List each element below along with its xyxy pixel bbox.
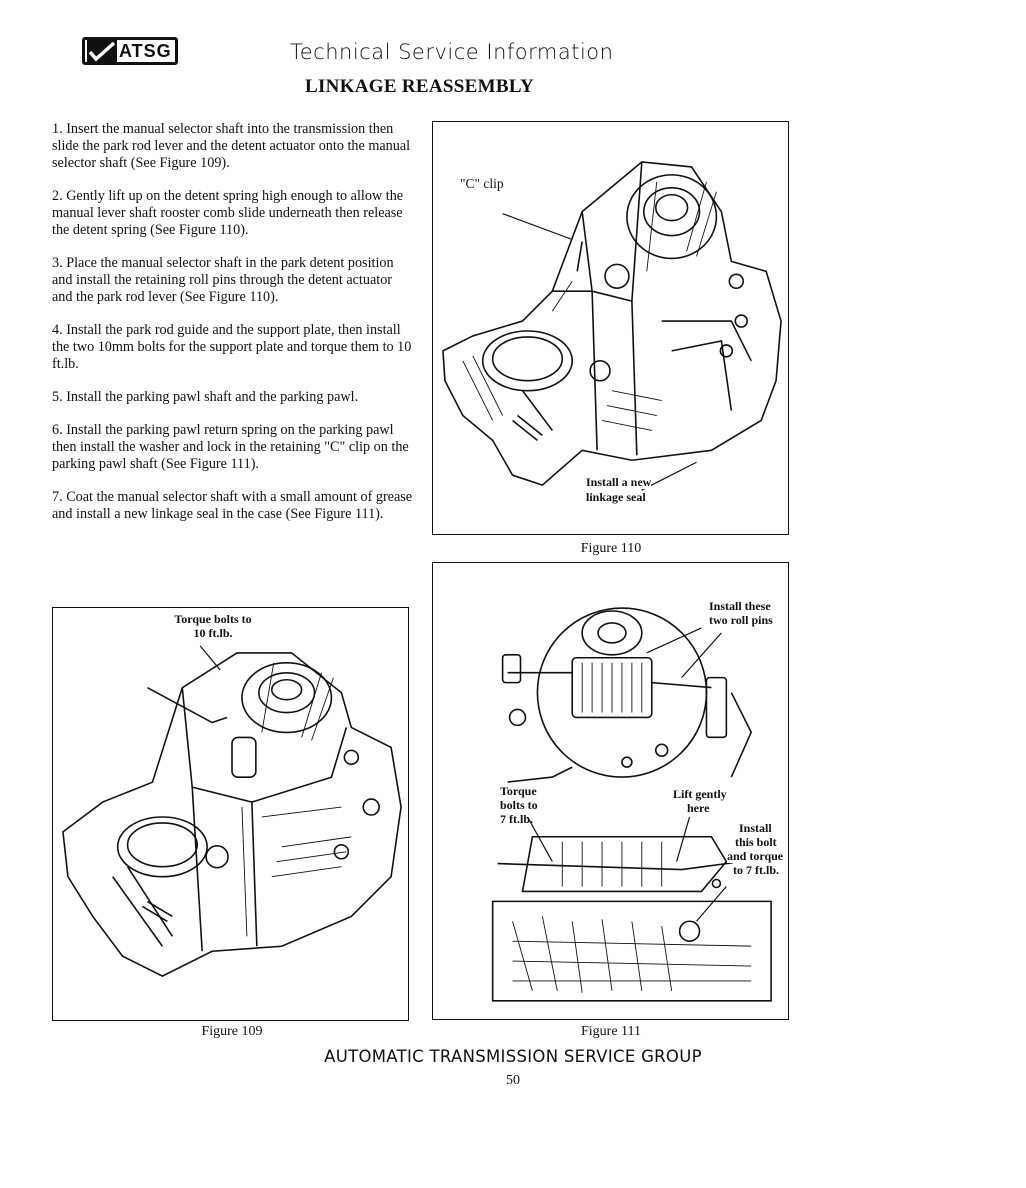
figure-111: Install these two roll pins Torque bolts…	[432, 562, 789, 1020]
linkage-seal-callout-line1: Install a new	[586, 475, 652, 489]
torque-7-callout-line2: bolts to	[500, 798, 538, 812]
instruction-steps: 1. Insert the manual selector shaft into…	[52, 121, 414, 539]
step-5: 5. Install the parking pawl shaft and th…	[52, 389, 359, 405]
page-number: 50	[506, 1073, 520, 1088]
figure-111-caption: Figure 111	[580, 1024, 641, 1039]
figure-109: Torque bolts to 10 ft.lb.	[52, 607, 409, 1021]
lift-gently-callout-line1: Lift gently	[673, 787, 727, 801]
step-4: 4. Install the park rod guide and the su…	[52, 322, 412, 372]
install-bolt-callout-line1: Install	[739, 821, 772, 835]
step-7: 7. Coat the manual selector shaft with a…	[52, 489, 413, 522]
transmission-case-illustration	[62, 645, 402, 977]
torque-7-callout-line3: 7 ft.lb.	[500, 812, 533, 826]
install-bolt-callout-line4: to 7 ft.lb.	[733, 863, 779, 877]
lift-gently-callout-line2: here	[687, 801, 710, 815]
checkmark-flag-icon	[87, 40, 117, 62]
atsg-logo: ATSG	[82, 37, 178, 65]
torque-7-callout-line1: Torque	[500, 784, 537, 798]
figure-110-caption: Figure 110	[580, 541, 642, 556]
step-6: 6. Install the parking pawl return sprin…	[52, 422, 409, 472]
section-title: LINKAGE REASSEMBLY	[305, 76, 535, 97]
step-1: 1. Insert the manual selector shaft into…	[52, 121, 411, 171]
roll-pins-callout-line2: two roll pins	[709, 613, 773, 627]
torque-callout-line1: Torque bolts to	[174, 612, 252, 626]
transmission-case-illustration	[442, 161, 782, 491]
install-bolt-callout-line2: this bolt	[735, 835, 777, 849]
figure-110: "C" clip Install a new linkage seal	[432, 121, 789, 535]
header-title: Technical Service Information	[290, 40, 614, 64]
roll-pins-callout-line1: Install these	[709, 599, 771, 613]
c-clip-callout: "C" clip	[460, 176, 504, 191]
step-2: 2. Gently lift up on the detent spring h…	[52, 188, 404, 238]
step-3: 3. Place the manual selector shaft in th…	[52, 255, 394, 305]
logo-text: ATSG	[119, 40, 172, 61]
parking-pawl-illustration	[491, 607, 772, 1002]
install-bolt-callout-line3: and torque	[727, 849, 784, 863]
linkage-seal-callout-line2: linkage seal	[586, 490, 646, 504]
footer-organization: AUTOMATIC TRANSMISSION SERVICE GROUP	[324, 1047, 702, 1066]
torque-callout-line2: 10 ft.lb.	[193, 626, 233, 640]
figure-109-caption: Figure 109	[201, 1024, 263, 1039]
